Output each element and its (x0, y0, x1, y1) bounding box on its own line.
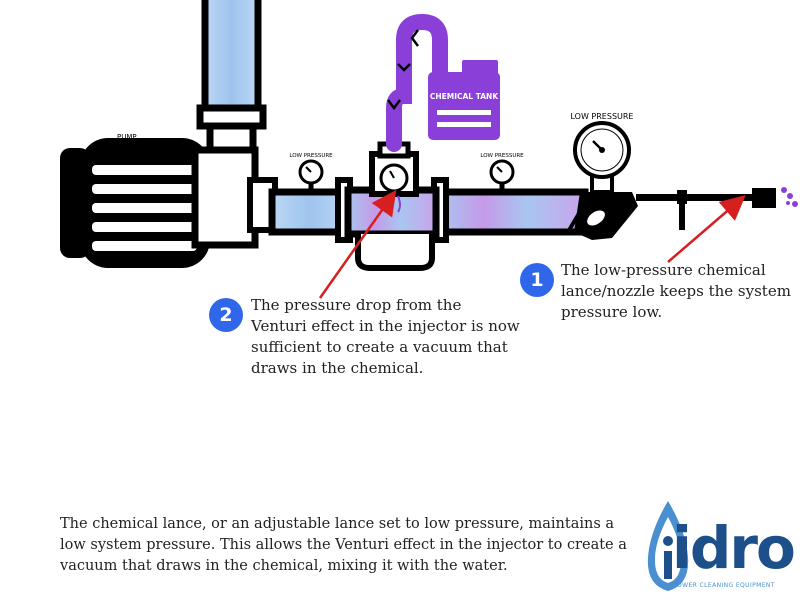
pressure-gauge-large (573, 121, 631, 194)
callout-1-text: The low-pressure chemical lance/nozzle k… (561, 261, 791, 321)
gauge-label-left: LOW PRESSURE (289, 153, 333, 159)
pressure-gauge-small-left (298, 159, 324, 192)
caption-text: The chemical lance, or an adjustable lan… (60, 516, 627, 574)
gauge-label-large: LOW PRESSURE (571, 112, 634, 121)
callout-2-text: The pressure drop from the Venturi effec… (251, 296, 520, 377)
logo-text: idro (672, 514, 796, 582)
logo-tagline: POWER CLEANING EQUIPMENT (673, 582, 775, 589)
venturi-diagram: PUMP LOW PRESSURE LOW PRESSURE (60, 0, 798, 299)
gauge-label-right: LOW PRESSURE (480, 153, 524, 159)
chemical-lance (636, 187, 798, 230)
chemical-tank (428, 60, 500, 140)
pump-label: PUMP (117, 133, 137, 141)
spray-gun (566, 192, 638, 240)
idro-logo (647, 501, 689, 591)
callout-2-badge: 2 (209, 298, 243, 332)
tank-label: CHEMICAL TANK (430, 92, 499, 101)
callout-1-badge: 1 (520, 263, 554, 297)
arrow-callout-1 (667, 195, 746, 263)
vertical-outlet-pipe (196, 0, 267, 160)
arrow-callout-2 (318, 189, 397, 299)
chemical-hose (386, 13, 448, 152)
pressure-gauge-small-right (489, 159, 515, 192)
pump-motor (60, 138, 278, 268)
